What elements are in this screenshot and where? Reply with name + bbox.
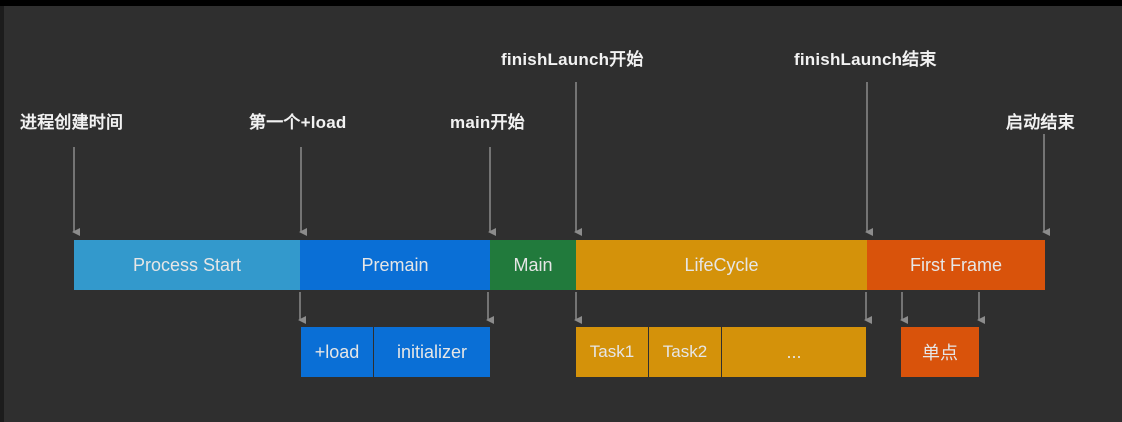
subphase-initializer: initializer xyxy=(374,327,490,377)
subphase-load-label: +load xyxy=(314,341,360,362)
phase-premain: Premain xyxy=(300,240,490,290)
subphase-task1-label: Task1 xyxy=(589,342,635,361)
subphase-task2: Task2 xyxy=(649,327,721,377)
phase-lifecycle: LifeCycle xyxy=(576,240,867,290)
phase-process-start: Process Start xyxy=(74,240,300,290)
phase-first-frame: First Frame xyxy=(867,240,1045,290)
subphase-task2-label: Task2 xyxy=(662,342,708,361)
label-main-start: main开始 xyxy=(450,113,525,132)
phase-first-frame-label: First Frame xyxy=(910,254,1002,275)
label-finish-launch-start: finishLaunch开始 xyxy=(501,50,644,69)
label-launch-end: 启动结束 xyxy=(1006,113,1075,132)
phase-premain-label: Premain xyxy=(361,254,429,275)
label-finish-launch-end: finishLaunch结束 xyxy=(794,50,937,69)
subphase-task1: Task1 xyxy=(576,327,648,377)
subphase-initializer-label: initializer xyxy=(396,341,468,362)
subphase-more-label: ... xyxy=(786,341,802,362)
phase-main: Main xyxy=(490,240,576,290)
subphase-load: +load xyxy=(301,327,373,377)
phase-lifecycle-label: LifeCycle xyxy=(684,254,759,275)
subphase-more: ... xyxy=(722,327,866,377)
label-first-load: 第一个+load xyxy=(249,113,347,132)
subphase-single-point-label: 单点 xyxy=(922,343,958,363)
phase-main-label: Main xyxy=(513,254,553,275)
label-process-create: 进程创建时间 xyxy=(20,113,124,132)
phase-process-start-label: Process Start xyxy=(132,254,242,275)
subphase-single-point: 单点 xyxy=(901,327,979,377)
